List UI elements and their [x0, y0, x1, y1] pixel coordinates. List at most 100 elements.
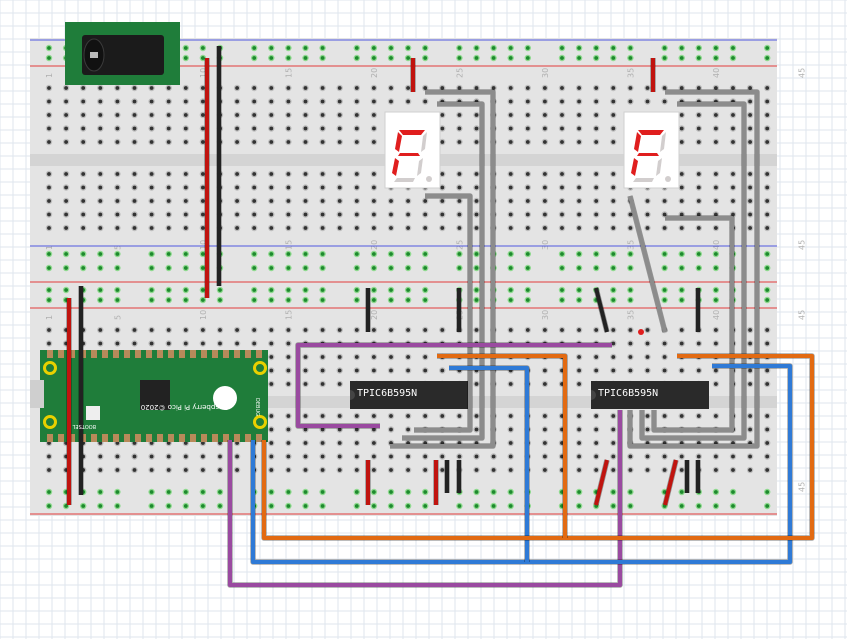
rail-hole [354, 298, 359, 302]
hole [457, 454, 462, 459]
hole [731, 86, 735, 90]
hole [286, 414, 291, 418]
hole [679, 226, 684, 230]
hole [286, 355, 291, 359]
hole [560, 172, 564, 176]
hole [64, 113, 68, 117]
hole [611, 199, 616, 203]
hole [252, 86, 257, 90]
hole [406, 355, 410, 359]
hole [337, 226, 342, 230]
hole [149, 99, 154, 104]
hole [286, 140, 291, 144]
hole [714, 368, 718, 373]
hole [748, 99, 752, 104]
hole [525, 140, 530, 144]
hole [748, 341, 752, 346]
hole [406, 226, 410, 230]
rail-hole [183, 298, 188, 302]
rail-hole [183, 46, 188, 50]
hole [235, 172, 240, 176]
hole [320, 99, 325, 104]
hole [714, 172, 718, 176]
hole [115, 199, 120, 203]
hole [149, 185, 154, 190]
hole [628, 86, 633, 90]
rail-hole [47, 288, 51, 292]
hole [457, 441, 462, 445]
rail-hole [166, 266, 171, 270]
hole [372, 328, 376, 332]
hole [149, 441, 154, 445]
hole [508, 414, 513, 418]
rail-hole [731, 490, 735, 494]
column-number: 30 [541, 68, 550, 78]
hole [149, 454, 154, 459]
rail-hole [201, 298, 205, 302]
hole [337, 441, 342, 445]
rail-hole [679, 46, 684, 50]
rail-hole [457, 56, 462, 60]
hole [423, 226, 428, 230]
hole [303, 99, 308, 104]
hole [714, 185, 718, 190]
rail-hole [372, 46, 376, 50]
hole [543, 113, 547, 117]
hole [337, 454, 342, 459]
hole [372, 226, 376, 230]
hole [372, 368, 376, 373]
hole [748, 468, 752, 472]
rail-hole [696, 46, 701, 50]
hole [372, 140, 376, 144]
rail-hole [679, 490, 684, 494]
hole [543, 99, 547, 104]
hole [611, 126, 616, 131]
rail-hole [696, 252, 701, 256]
hole [252, 140, 257, 144]
hole [252, 99, 257, 104]
rail-hole [81, 252, 86, 256]
rail-hole [286, 56, 291, 60]
hole [577, 99, 581, 104]
rail-hole [714, 298, 718, 302]
hole [64, 126, 68, 131]
hole [201, 185, 205, 190]
hole [577, 368, 581, 373]
hole [560, 441, 564, 445]
segment-f [634, 132, 641, 152]
hole [594, 126, 599, 131]
hole [286, 113, 291, 117]
hole [354, 328, 359, 332]
hole [474, 226, 479, 230]
hole [731, 126, 735, 131]
column-number: 15 [284, 310, 293, 320]
rail-hole [731, 46, 735, 50]
hole [166, 341, 171, 346]
hole [594, 427, 599, 432]
hole [320, 140, 325, 144]
hole [457, 199, 462, 203]
hole [166, 113, 171, 117]
hole [748, 382, 752, 386]
hole [303, 355, 308, 359]
hole [98, 199, 103, 203]
rail-hole [611, 56, 616, 60]
hole [440, 86, 445, 90]
hole [696, 126, 701, 131]
rail-hole [560, 288, 564, 292]
rail-hole [577, 56, 581, 60]
hole [491, 454, 496, 459]
rail-hole [765, 504, 770, 508]
hole [611, 113, 616, 117]
rail-hole [474, 490, 479, 494]
hole [765, 199, 770, 203]
hole [525, 199, 530, 203]
hole [508, 328, 513, 332]
hole [560, 382, 564, 386]
pico-pin [47, 350, 53, 358]
hole [508, 212, 513, 217]
hole [47, 212, 51, 217]
hole [714, 199, 718, 203]
hole [269, 140, 274, 144]
rail-hole [423, 298, 428, 302]
